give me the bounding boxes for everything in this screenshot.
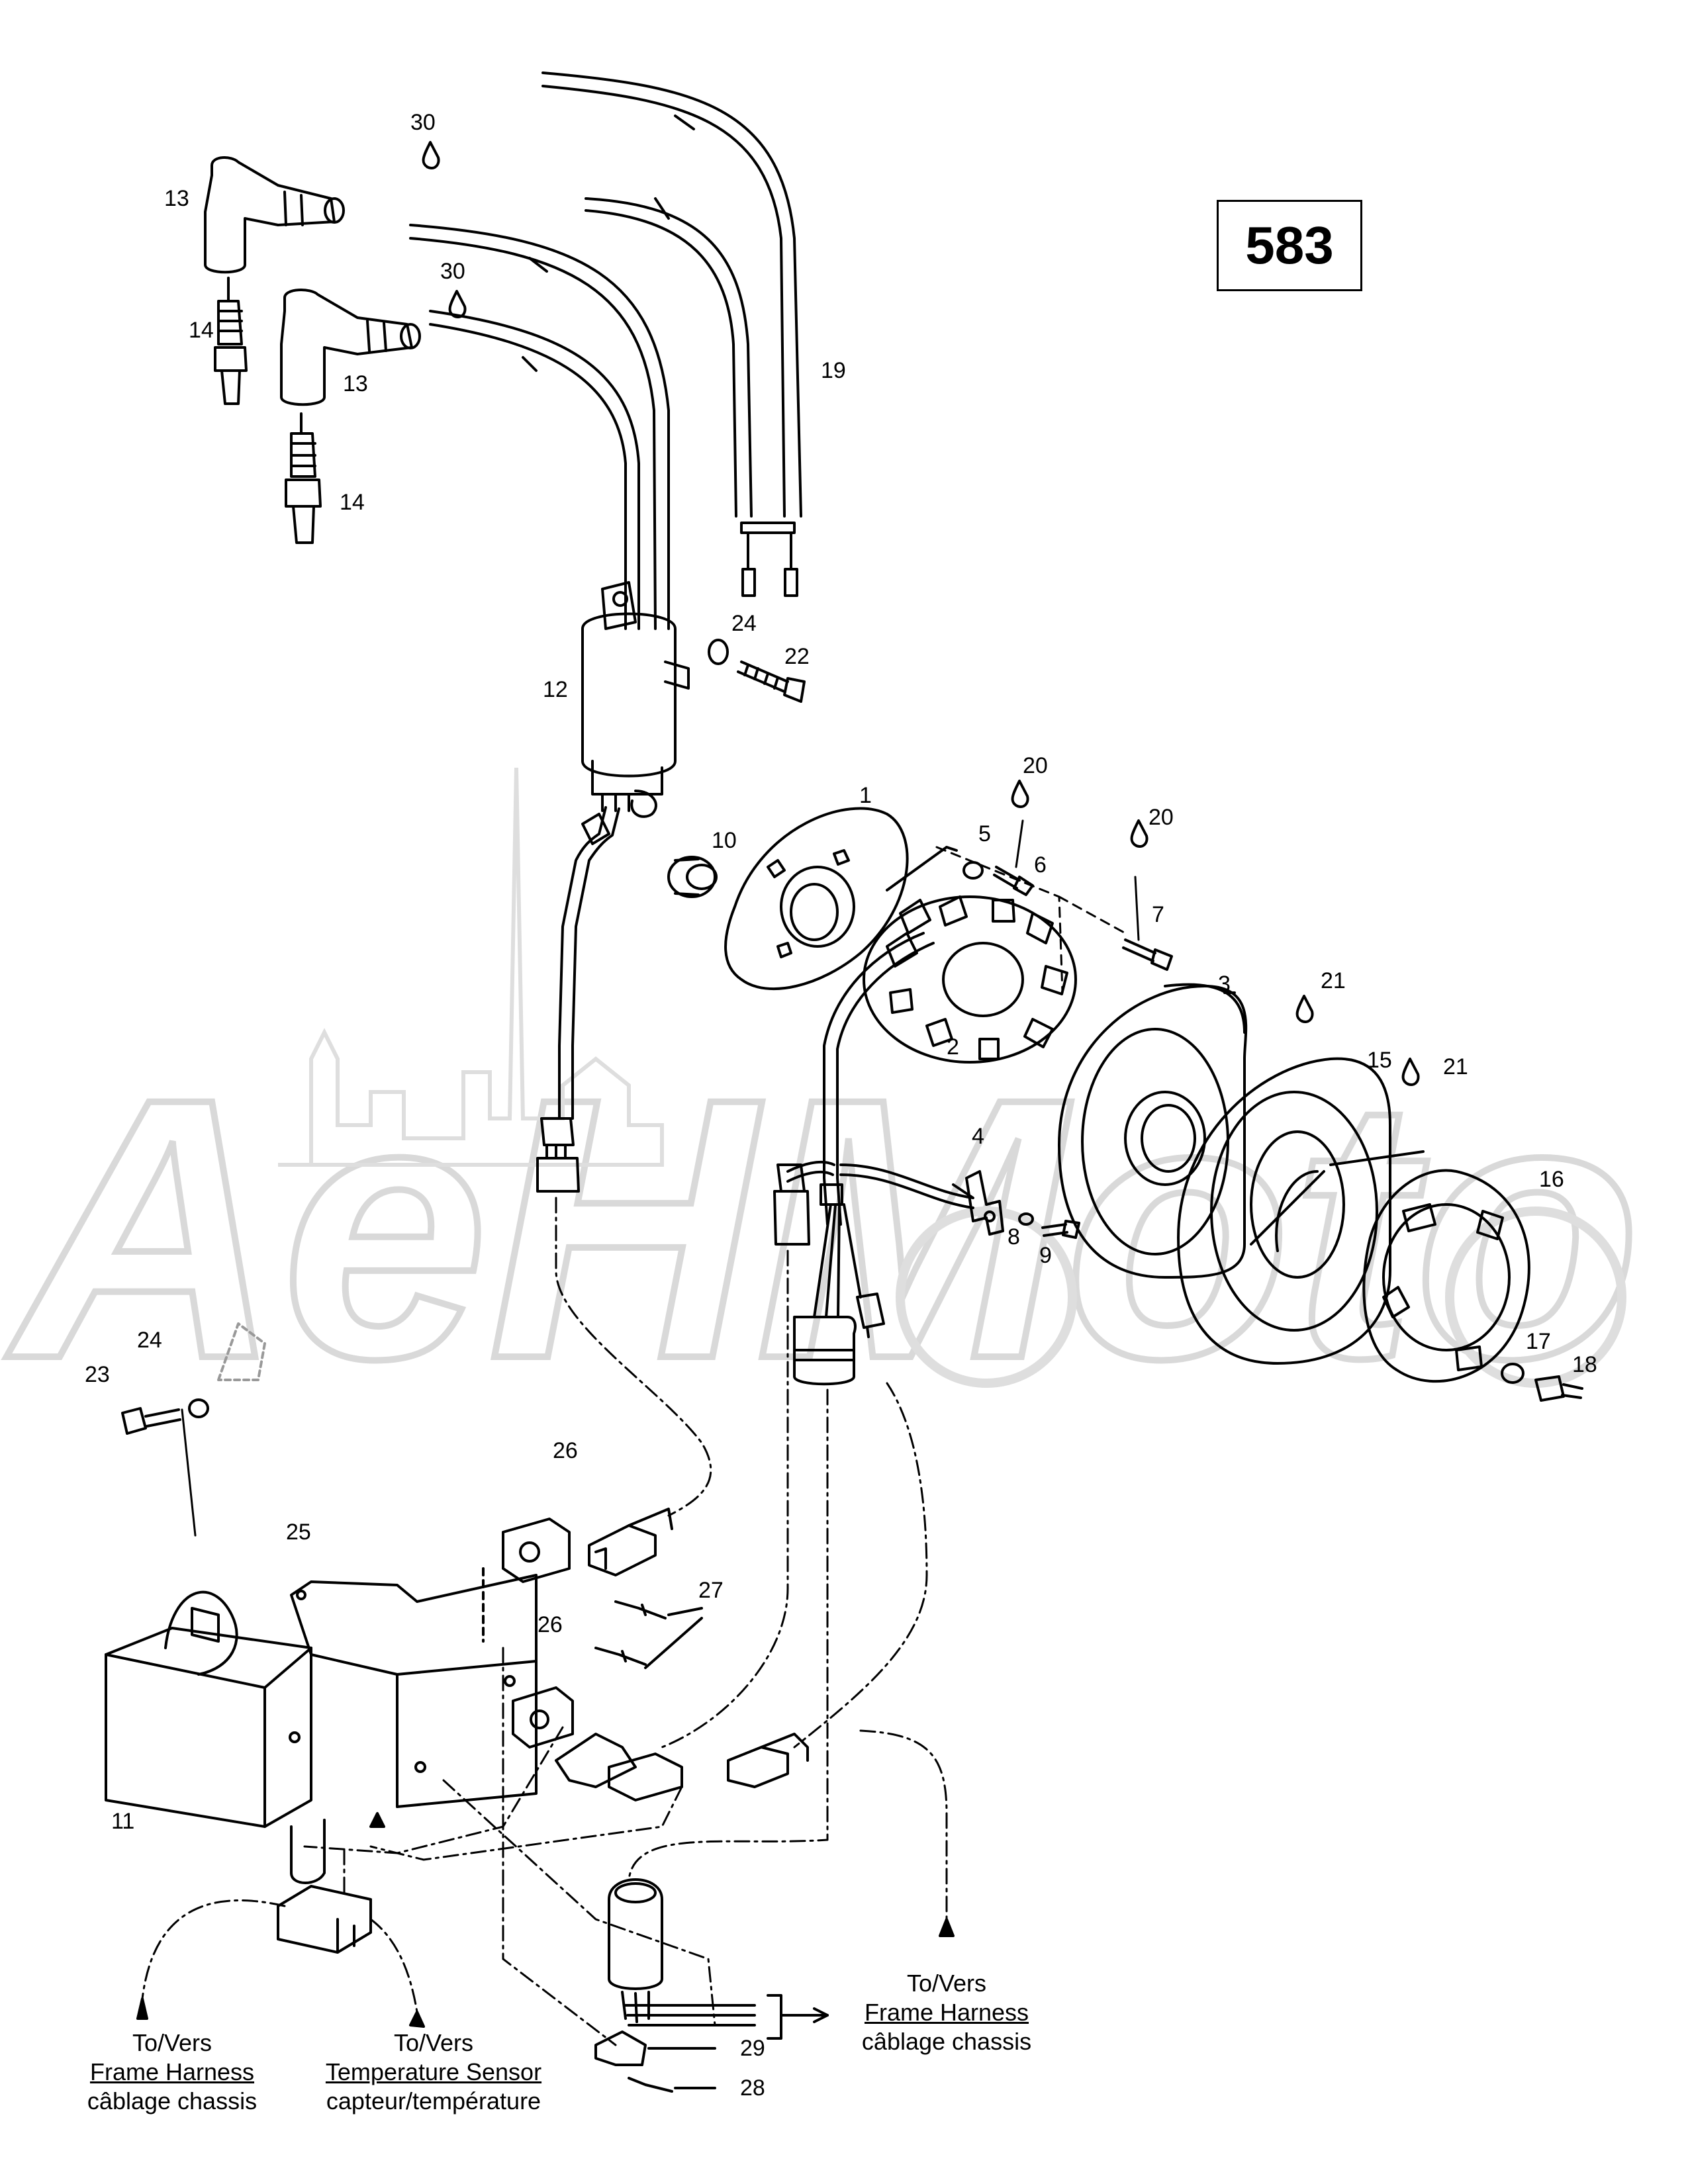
callout-14: 14 [340,490,365,515]
callout-14: 14 [189,318,214,343]
callout-21: 21 [1321,968,1346,993]
cdi-module [105,1408,326,1884]
destination-frame-harness-left: To/Vers Frame Harness câblage chassis [63,2028,281,2116]
spark-plug-cap-upper [204,156,345,274]
callout-18: 18 [1572,1352,1597,1377]
lubricant-drop-icon [1295,995,1314,1024]
callout-7: 7 [1152,902,1164,927]
lubricant-drop-icon [1401,1058,1420,1087]
connector-holder-lower [512,1686,574,1749]
lubricant-drop-icon [1011,780,1029,809]
bolt-left [121,1322,266,1435]
callout-26: 26 [538,1612,563,1637]
callout-28: 28 [740,2075,765,2101]
stator-harness [773,932,974,1386]
stator-long-screw [1122,876,1173,971]
dest-name: Frame Harness [864,1999,1029,2026]
callout-30: 30 [410,110,436,135]
callout-13: 13 [164,186,189,211]
callout-2: 2 [947,1034,959,1060]
flywheel-bolt [1534,1375,1583,1402]
callout-5: 5 [978,821,991,846]
terminal-pin [594,1647,647,1666]
harness-clip [965,1170,1004,1236]
page-number: 583 [1245,216,1334,275]
callout-20: 20 [1149,805,1174,830]
callout-6: 6 [1034,852,1047,878]
dest-name: Temperature Sensor [325,2058,542,2085]
spark-plug-upper [214,277,248,405]
callout-9: 9 [1039,1243,1052,1268]
callout-15: 15 [1367,1048,1392,1073]
callout-1: 1 [859,783,872,808]
callout-10: 10 [712,828,737,853]
callout-3: 3 [1218,972,1231,997]
dest-to: To/Vers [393,2029,474,2056]
callout-12: 12 [543,677,568,702]
watermark-skyline [278,767,664,1167]
watermark-wheel [896,1206,1077,1388]
connector-upper [588,1508,673,1576]
stator-plate [724,807,958,991]
washer [1018,1212,1034,1226]
callout-19: 19 [821,358,846,383]
connector-mid [727,1733,809,1788]
connector-holder-upper [502,1518,571,1583]
destination-frame-harness-right: To/Vers Frame Harness câblage chassis [837,1969,1056,2056]
callout-23: 23 [85,1362,110,1387]
dest-to: To/Vers [132,2029,212,2056]
callout-17: 17 [1526,1329,1551,1354]
callout-21: 21 [1443,1054,1468,1079]
routing-lines [141,1197,948,2046]
callout-29: 29 [740,2036,765,2061]
callout-24: 24 [731,611,757,636]
ignition-coil [536,581,690,1193]
callout-16: 16 [1539,1167,1564,1192]
watermark-logo: AeHMoto [0,767,1644,1439]
lubricant-drop-icon [1130,819,1149,848]
seal-ring [667,856,718,898]
terminal-pin [614,1600,667,1619]
dest-french: câblage chassis [861,2028,1032,2055]
temperature-sensor-plug [594,1878,829,2093]
callout-27: 27 [698,1578,724,1603]
washer [1501,1363,1524,1384]
dest-french: câblage chassis [87,2087,258,2115]
destination-temperature-sensor: To/Vers Temperature Sensor capteur/tempé… [301,2028,566,2116]
callout-22: 22 [784,644,810,669]
high-tension-wires [409,71,802,630]
callout-20: 20 [1023,753,1048,778]
watermark-text: AeHMoto [3,1021,1641,1435]
callout-30: 30 [440,259,465,284]
stator-screw [993,866,1034,896]
dest-name: Frame Harness [89,2058,255,2085]
lubricant-drop-icon [422,141,440,170]
harness-connector-bottom [277,1885,372,1954]
callout-25: 25 [286,1520,311,1545]
spark-plug-cap-lower [280,289,421,406]
callout-4: 4 [972,1124,984,1149]
callout-13: 13 [343,371,368,396]
stator-coils [863,895,1077,1064]
dest-french: capteur/température [326,2087,541,2115]
connector-lower [555,1733,683,1801]
callout-11: 11 [111,1809,135,1834]
callout-26: 26 [553,1438,578,1463]
washer [962,861,984,880]
trigger-wheel [1362,1169,1530,1383]
spark-plug-lower [285,412,322,544]
dest-to: To/Vers [906,1970,987,1997]
page-number-box: 583 [1217,200,1362,291]
mounting-bracket [289,1567,538,1808]
coil-mounting-bolt [708,639,806,703]
lubricant-drop-icon [448,290,467,319]
callout-8: 8 [1008,1224,1020,1250]
callout-24: 24 [137,1328,162,1353]
